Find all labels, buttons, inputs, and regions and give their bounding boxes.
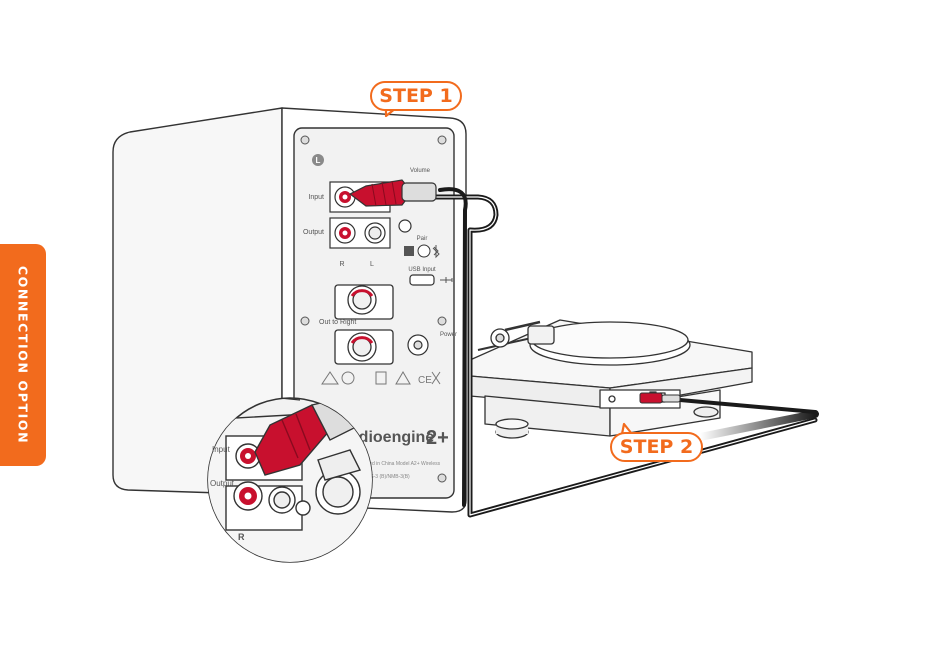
volume-label: Volume: [410, 168, 431, 174]
svg-text:CE: CE: [418, 375, 432, 386]
output-jacks: [330, 218, 390, 248]
pair-label: Pair: [417, 236, 428, 242]
usb-input-label: USB Input: [408, 267, 436, 273]
power-label: Power: [440, 332, 457, 338]
left-channel-label: L: [370, 261, 374, 268]
inset-output-label: Output: [210, 479, 235, 488]
input-label: Input: [308, 194, 324, 201]
output-label: Output: [303, 229, 324, 236]
right-channel-label: R: [339, 261, 344, 268]
inset-right-label: R: [238, 532, 245, 542]
inset-input-label: Input: [212, 445, 231, 454]
out-to-right-label: Out to Right: [319, 319, 356, 326]
usb-port: [410, 275, 434, 285]
step-2-callout: STEP 2: [610, 432, 703, 462]
turntable: [470, 320, 752, 438]
step-1-callout: STEP 1: [370, 81, 462, 111]
pair-switch: [404, 246, 414, 256]
pair-button: [418, 245, 430, 257]
rca-plug-turntable: [640, 393, 680, 403]
channel-badge-label: L: [316, 156, 321, 165]
aux-jack: [399, 220, 411, 232]
power-socket: [408, 335, 428, 355]
model-label: 2+: [426, 427, 449, 449]
